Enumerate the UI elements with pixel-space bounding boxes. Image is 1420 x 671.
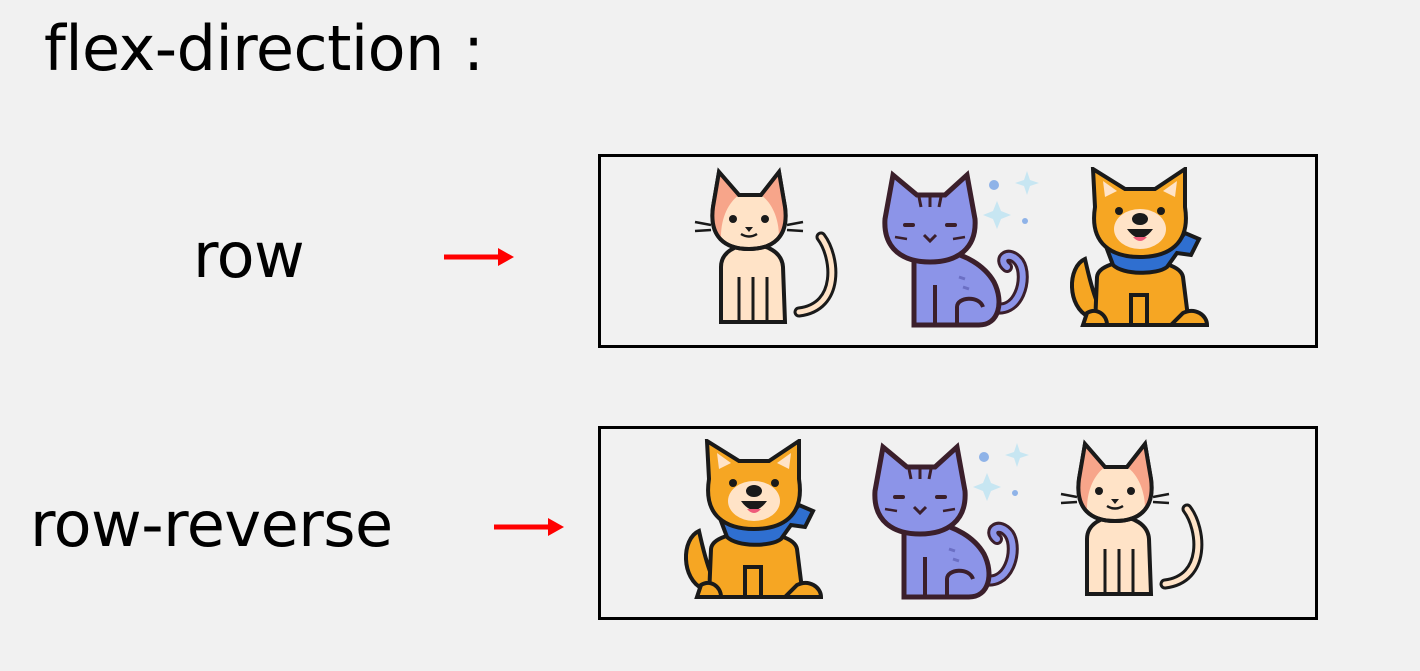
arrow-right-icon [444, 248, 514, 266]
shiba-dog-icon [1067, 167, 1227, 335]
purple-cat-icon [869, 439, 1029, 607]
flex-container-row [598, 154, 1318, 348]
label-row: row [193, 219, 305, 292]
purple-cat-icon [879, 167, 1039, 335]
page-title: flex-direction : [44, 12, 484, 85]
arrow-right-icon [494, 518, 564, 536]
orange-cat-icon [1057, 439, 1217, 607]
flex-container-row-reverse [598, 426, 1318, 620]
label-row-reverse: row-reverse [30, 488, 393, 561]
orange-cat-icon [691, 167, 851, 335]
shiba-dog-icon [681, 439, 841, 607]
